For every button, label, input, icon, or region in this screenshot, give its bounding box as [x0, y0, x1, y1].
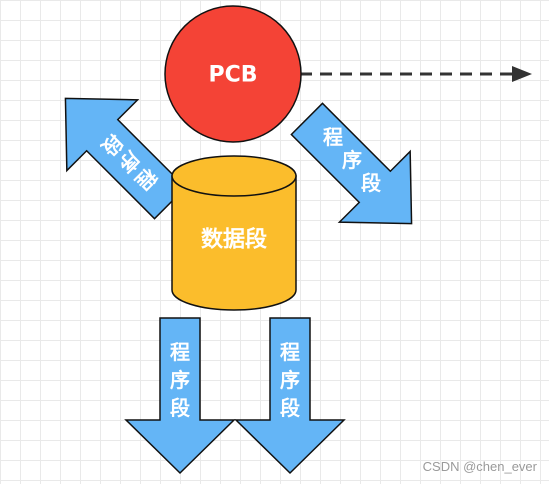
arrow-label-char: 段	[170, 396, 190, 420]
arrow-label-char: 序	[342, 148, 362, 172]
pcb-node: PCB	[164, 5, 302, 143]
cylinder-body	[171, 175, 297, 311]
arrow-shape	[234, 317, 346, 475]
arrow-label-char: 段	[280, 396, 300, 420]
arrow-label-char: 程	[280, 340, 300, 364]
dashed-pointer-arrow	[300, 66, 532, 82]
cylinder-top	[171, 155, 297, 197]
arrow-program-segment-bottom-left: 程 序 段	[124, 317, 236, 475]
arrow-shape	[290, 102, 413, 225]
data-segment-label: 数据段	[201, 227, 267, 253]
arrow-shape	[64, 97, 187, 220]
pcb-circle	[164, 5, 302, 143]
arrow-label-char: 序	[280, 368, 300, 392]
data-segment-cylinder: 数据段	[171, 155, 297, 311]
arrow-shape	[124, 317, 236, 475]
arrow-label-char: 程	[323, 125, 343, 149]
arrow-label-char: 程	[170, 340, 190, 364]
arrow-program-segment-bottom-right: 程 序 段	[234, 317, 346, 475]
arrow-program-segment-upper-left: 程 序 段	[64, 97, 187, 220]
csdn-watermark: CSDN @chen_ever	[422, 459, 537, 474]
dashed-pointer-arrowhead	[512, 66, 532, 82]
arrow-label-char: 序	[170, 368, 190, 392]
arrow-program-segment-upper-right: 程 序 段	[290, 102, 413, 225]
arrow-label-char: 段	[361, 171, 381, 195]
pcb-label: PCB	[208, 63, 257, 88]
